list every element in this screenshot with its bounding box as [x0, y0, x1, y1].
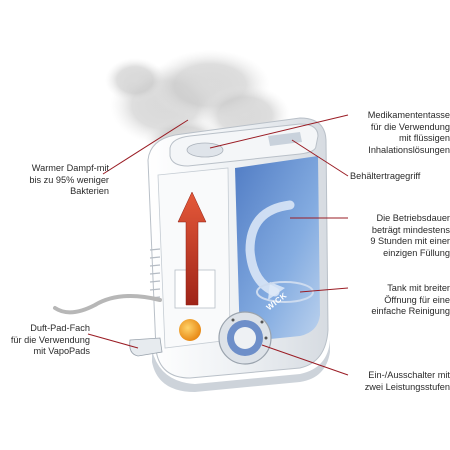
label-run-time: Die Betriebsdauer beträgt mindestens 9 S… — [350, 213, 450, 259]
label-medication-cup: Medikamententasse für die Verwendung mit… — [350, 110, 450, 156]
label-carry-handle: Behältertragegriff — [350, 171, 450, 183]
power-cord — [55, 296, 160, 312]
power-switch — [219, 312, 271, 364]
scent-pad — [179, 319, 201, 341]
humidifier-housing — [55, 118, 330, 392]
label-wide-tank: Tank mit breiter Öffnung für eine einfac… — [350, 283, 450, 318]
label-scent-pad-compartment: Duft-Pad-Fach für die Verwendung mit Vap… — [4, 323, 90, 358]
label-warm-steam: Warmer Dampf-mit bis zu 95% weniger Bakt… — [4, 163, 109, 198]
label-power-switch: Ein-/Ausschalter mit zwei Leistungsstufe… — [350, 370, 450, 393]
